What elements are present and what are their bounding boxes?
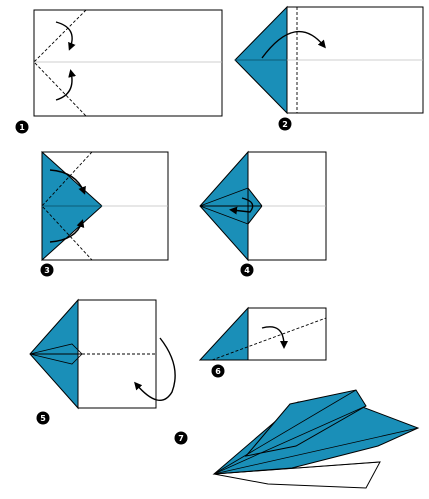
step-2-diagram: [234, 5, 424, 115]
step-badges: 1 2 3 4 5 6 7: [15, 117, 292, 445]
paper-sheet: [247, 307, 327, 361]
step-number: 3: [44, 266, 50, 275]
fold-arrow-icon: [229, 197, 254, 215]
flap-crease: [199, 205, 249, 225]
paper-sheet: [33, 9, 223, 117]
fold-arrow-icon: [261, 326, 288, 349]
step-badge: [15, 120, 29, 134]
step-badge: [211, 364, 225, 378]
fold-guide-dashed: [41, 151, 93, 261]
step-number: 4: [244, 266, 250, 275]
step-4-diagram: [199, 150, 327, 262]
fold-guide-dashed: [211, 317, 327, 361]
step-number: 1: [19, 123, 25, 132]
flap-crease: [199, 187, 249, 207]
step-3-diagram: [41, 150, 169, 262]
step-5-diagram: [29, 298, 176, 410]
wing-crease: [213, 461, 381, 475]
fold-arrow-icon: [261, 30, 326, 59]
fold-arrow-icon: [55, 69, 77, 101]
fold-arrow-icon: [49, 169, 86, 195]
step-badge: [240, 263, 254, 277]
plane-wing-top: [244, 389, 367, 457]
fold-arrow-icon: [134, 337, 176, 401]
step-6-diagram: [198, 306, 327, 361]
step-badge: [36, 411, 50, 425]
step-1-diagram: [33, 9, 223, 117]
folded-flap: [198, 306, 249, 361]
wing-crease: [213, 405, 367, 475]
fold-arrow-icon: [55, 21, 76, 51]
step-number: 2: [282, 120, 288, 129]
step-number: 5: [40, 414, 46, 423]
wing-crease: [213, 427, 419, 475]
step-number: 6: [215, 367, 221, 376]
step-number: 7: [178, 434, 184, 443]
wing-crease: [213, 389, 357, 475]
step-7-diagram: [212, 389, 420, 489]
step-badge: [40, 263, 54, 277]
step-badge: [174, 431, 188, 445]
fold-arrow-icon: [49, 219, 85, 243]
step-badge: [278, 117, 292, 131]
